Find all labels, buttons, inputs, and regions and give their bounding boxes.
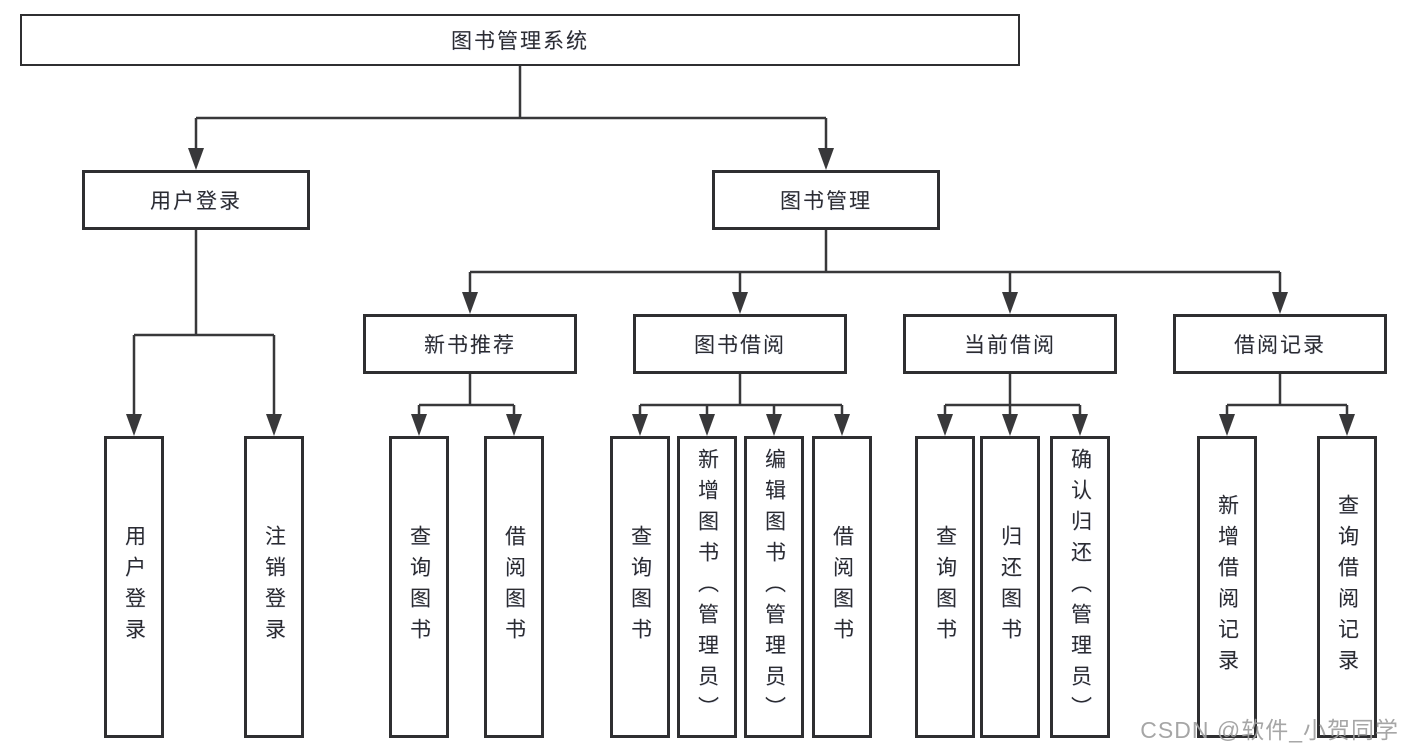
arrow-icon [188,148,204,170]
connector-user-login [132,230,276,420]
arrow-icon [732,292,748,314]
node-label: 当前借阅 [964,334,1056,357]
arrow-icon [1219,414,1235,436]
node-label: 借阅图书 [830,525,854,649]
node-add-borrow-record: 新增借阅记录 [1197,436,1257,738]
node-label: 新书推荐 [424,334,516,357]
arrow-icon [937,414,953,436]
node-user-login-leaf: 用户登录 [104,436,164,738]
node-logout: 注销登录 [244,436,304,738]
node-label: 借阅记录 [1234,334,1326,357]
connector-book-management [468,230,1282,298]
arrow-icon [766,414,782,436]
node-label: 新增借阅记录 [1215,494,1239,680]
arrow-icon [834,414,850,436]
node-borrow-books-1: 借阅图书 [484,436,544,738]
arrow-icon [462,292,478,314]
arrowheads [126,148,1355,436]
node-borrow-records: 借阅记录 [1173,314,1387,374]
arrow-icon [1072,414,1088,436]
arrow-icon [1002,292,1018,314]
node-query-books-3: 查询图书 [915,436,975,738]
node-query-borrow-record: 查询借阅记录 [1317,436,1377,738]
arrow-icon [1002,414,1018,436]
node-label: 注销登录 [262,525,286,649]
node-library-management-system: 图书管理系统 [20,14,1020,66]
node-return-books: 归还图书 [980,436,1040,738]
node-query-books-1: 查询图书 [389,436,449,738]
connector-root [194,66,828,150]
node-label: 借阅图书 [502,525,526,649]
node-confirm-return-admin: 确认归还（管理员） [1050,436,1110,738]
node-query-books-2: 查询图书 [610,436,670,738]
connector-borrow-records [1225,374,1349,420]
node-label: 查询图书 [628,525,652,649]
node-label: 图书管理系统 [451,30,589,53]
connector-current-borrow [943,374,1082,420]
node-edit-books-admin: 编辑图书（管理员） [744,436,804,738]
node-label: 查询图书 [933,525,957,649]
node-label: 查询图书 [407,525,431,649]
arrow-icon [1339,414,1355,436]
arrow-icon [126,414,142,436]
node-label: 图书借阅 [694,334,786,357]
node-user-login: 用户登录 [82,170,310,230]
node-label: 查询借阅记录 [1335,494,1359,680]
node-current-borrow: 当前借阅 [903,314,1117,374]
node-label: 编辑图书（管理员） [762,447,786,727]
arrow-icon [1272,292,1288,314]
node-label: 确认归还（管理员） [1068,447,1092,727]
arrow-icon [266,414,282,436]
node-label: 用户登录 [150,190,242,213]
node-borrow-books-2: 借阅图书 [812,436,872,738]
node-book-management: 图书管理 [712,170,940,230]
arrow-icon [632,414,648,436]
node-label: 图书管理 [780,190,872,213]
node-book-borrow: 图书借阅 [633,314,847,374]
node-label: 新增图书（管理员） [695,447,719,727]
arrow-icon [506,414,522,436]
connector-book-borrow [638,374,844,420]
node-add-books-admin: 新增图书（管理员） [677,436,737,738]
node-label: 归还图书 [998,525,1022,649]
arrow-icon [818,148,834,170]
arrow-icon [411,414,427,436]
arrow-icon [699,414,715,436]
connector-new-book-recommend [417,374,516,420]
node-label: 用户登录 [122,525,146,649]
node-new-book-recommend: 新书推荐 [363,314,577,374]
